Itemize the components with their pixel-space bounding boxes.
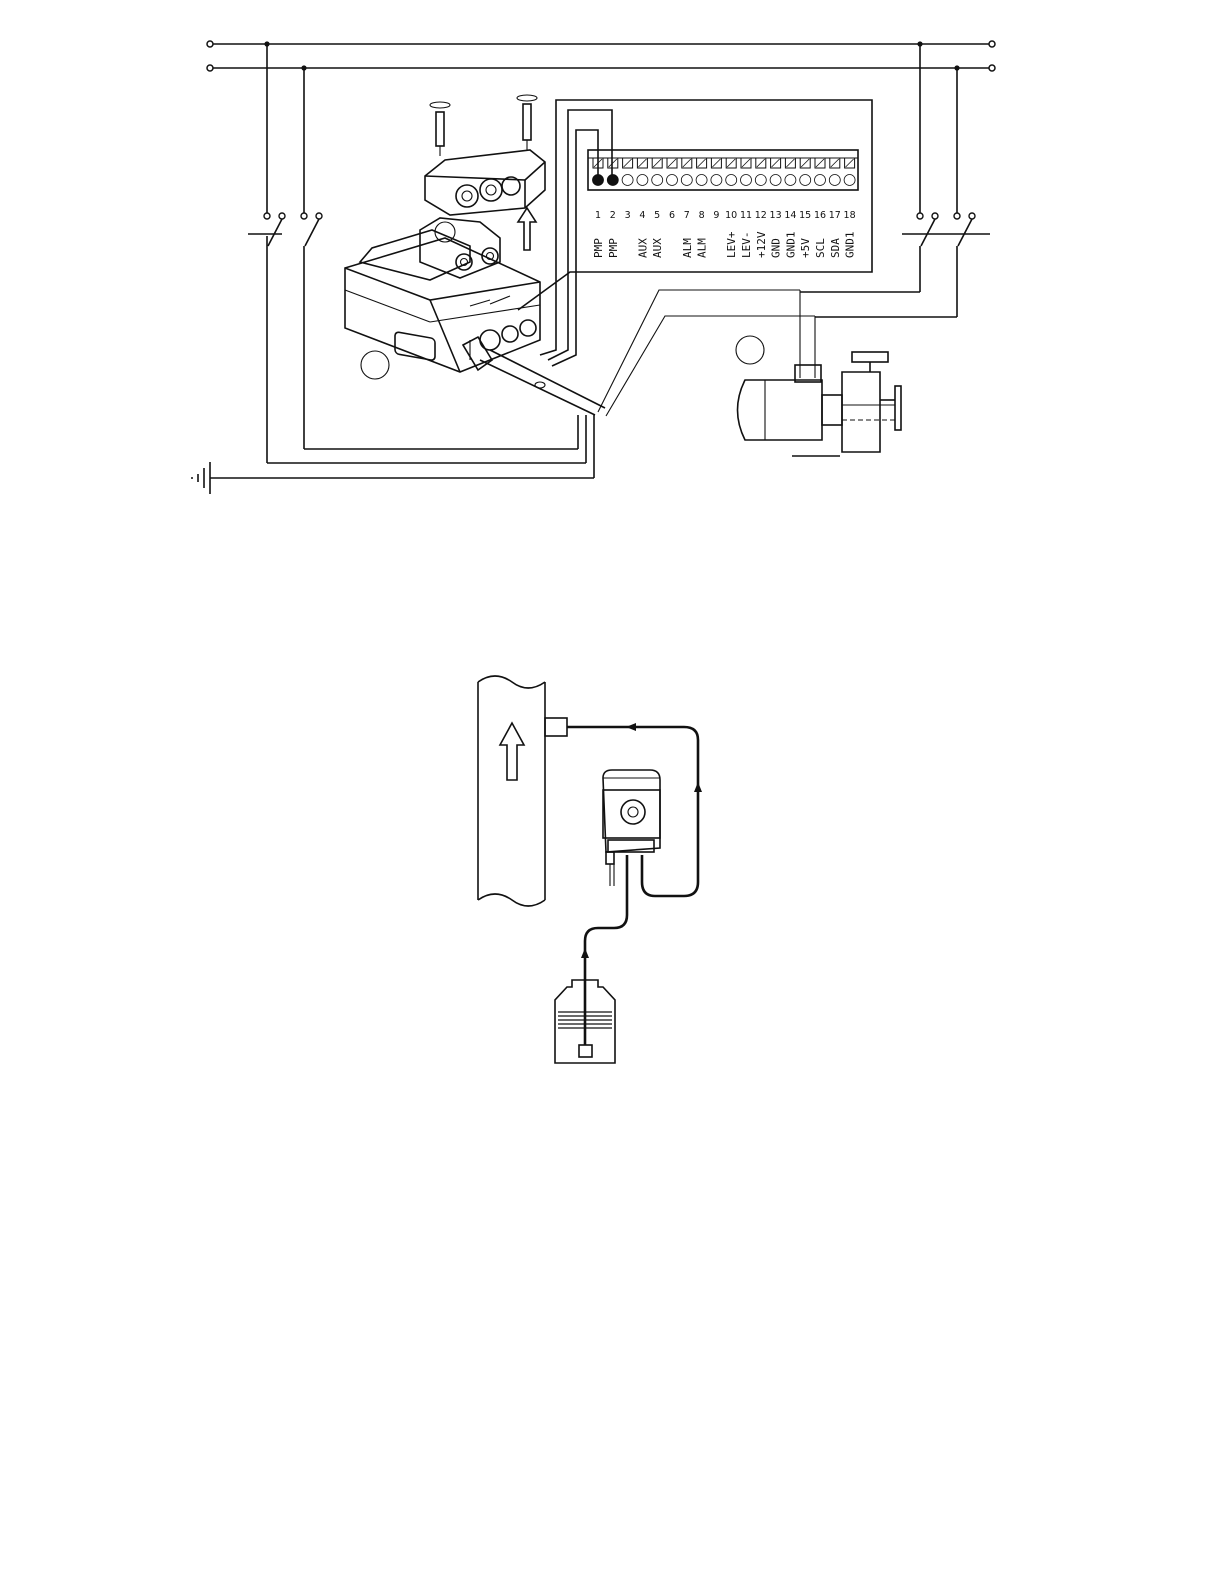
terminal-slot-mark bbox=[816, 159, 824, 167]
terminal-number: 2 bbox=[610, 210, 616, 221]
terminal-screw bbox=[815, 175, 826, 186]
terminal-number: 9 bbox=[713, 210, 719, 221]
terminal-screw bbox=[652, 175, 663, 186]
terminal-slot-mark bbox=[624, 159, 632, 167]
motor-supply-switch bbox=[800, 44, 990, 317]
terminal-numbers: 123456789101112131415161718 bbox=[595, 210, 856, 221]
terminal-screw bbox=[622, 175, 633, 186]
control-wires bbox=[518, 100, 872, 366]
terminal-screw bbox=[755, 175, 766, 186]
pump-controller bbox=[345, 218, 605, 415]
terminal-label: SCL bbox=[814, 238, 827, 258]
terminal-label: ALM bbox=[696, 238, 709, 258]
terminal-slot-mark bbox=[772, 159, 780, 167]
terminal-slot-mark bbox=[846, 159, 854, 167]
terminal-label: AUX bbox=[636, 238, 649, 258]
pump-callout-circle bbox=[361, 351, 389, 379]
terminal-screw bbox=[726, 175, 737, 186]
cover-screws bbox=[430, 95, 537, 156]
terminal-screw bbox=[711, 175, 722, 186]
terminal-slot-mark bbox=[653, 159, 661, 167]
terminal-screw bbox=[696, 175, 707, 186]
terminal-number: 8 bbox=[699, 210, 705, 221]
terminal-slot-mark bbox=[831, 159, 839, 167]
terminal-screw bbox=[770, 175, 781, 186]
signal-cable bbox=[598, 290, 815, 416]
terminal-slot-mark bbox=[698, 159, 706, 167]
terminal-number: 13 bbox=[770, 210, 782, 221]
terminal-label: LEV+ bbox=[725, 231, 738, 258]
terminal-number: 16 bbox=[814, 210, 826, 221]
terminal-label: GND1 bbox=[844, 232, 857, 259]
motor-pump bbox=[738, 352, 902, 456]
ground-icon bbox=[191, 462, 210, 494]
terminal-slot-mark bbox=[638, 159, 646, 167]
dosing-pump bbox=[603, 770, 660, 886]
terminal-number: 5 bbox=[654, 210, 660, 221]
terminal-screw bbox=[607, 175, 618, 186]
motor-callout-circle bbox=[736, 336, 764, 364]
terminal-slot-mark bbox=[712, 159, 720, 167]
terminal-label: GND bbox=[770, 238, 783, 258]
terminal-slot-mark bbox=[742, 159, 750, 167]
terminal-number: 10 bbox=[725, 210, 737, 221]
flow-arrow-icon bbox=[500, 723, 524, 780]
terminal-number: 11 bbox=[740, 210, 752, 221]
terminal-slot-mark bbox=[786, 159, 794, 167]
up-arrow-icon bbox=[518, 208, 536, 250]
terminal-label: GND1 bbox=[784, 232, 797, 259]
terminal-screw bbox=[637, 175, 648, 186]
terminal-slot-mark bbox=[727, 159, 735, 167]
injection-valve bbox=[545, 718, 567, 736]
terminal-label: +12V bbox=[755, 231, 768, 258]
terminal-slot-mark bbox=[801, 159, 809, 167]
terminal-number: 18 bbox=[844, 210, 856, 221]
terminal-number: 14 bbox=[784, 210, 796, 221]
controller-cover bbox=[425, 150, 545, 215]
terminal-label: ALM bbox=[681, 238, 694, 258]
terminal-number: 1 bbox=[595, 210, 601, 221]
terminal-screw bbox=[800, 175, 811, 186]
terminal-slot-mark bbox=[757, 159, 765, 167]
main-pipe bbox=[478, 676, 545, 906]
terminal-screw bbox=[593, 175, 604, 186]
terminal-slot-mark bbox=[683, 159, 691, 167]
discharge-tube bbox=[567, 723, 702, 896]
terminal-number: 3 bbox=[625, 210, 631, 221]
terminal-block bbox=[588, 150, 858, 190]
terminal-label: AUX bbox=[651, 238, 664, 258]
terminal-number: 6 bbox=[669, 210, 675, 221]
terminal-number: 17 bbox=[829, 210, 841, 221]
terminal-slot-mark bbox=[668, 159, 676, 167]
terminal-label: SDA bbox=[829, 238, 842, 258]
terminal-screw bbox=[681, 175, 692, 186]
terminal-screw bbox=[785, 175, 796, 186]
terminal-screw bbox=[667, 175, 678, 186]
chemical-tank bbox=[555, 980, 615, 1063]
terminal-screw bbox=[741, 175, 752, 186]
terminal-number: 4 bbox=[639, 210, 645, 221]
terminal-label: +5V bbox=[799, 238, 812, 258]
terminal-screw bbox=[844, 175, 855, 186]
terminal-number: 7 bbox=[684, 210, 690, 221]
supply-lines bbox=[207, 41, 995, 71]
terminal-label: LEV- bbox=[740, 232, 753, 259]
pump-supply-switch bbox=[248, 44, 322, 463]
terminal-number: 15 bbox=[799, 210, 811, 221]
terminal-number: 12 bbox=[755, 210, 767, 221]
terminal-screw bbox=[829, 175, 840, 186]
terminal-label: PMP bbox=[592, 238, 605, 258]
terminal-label: PMP bbox=[607, 238, 620, 258]
